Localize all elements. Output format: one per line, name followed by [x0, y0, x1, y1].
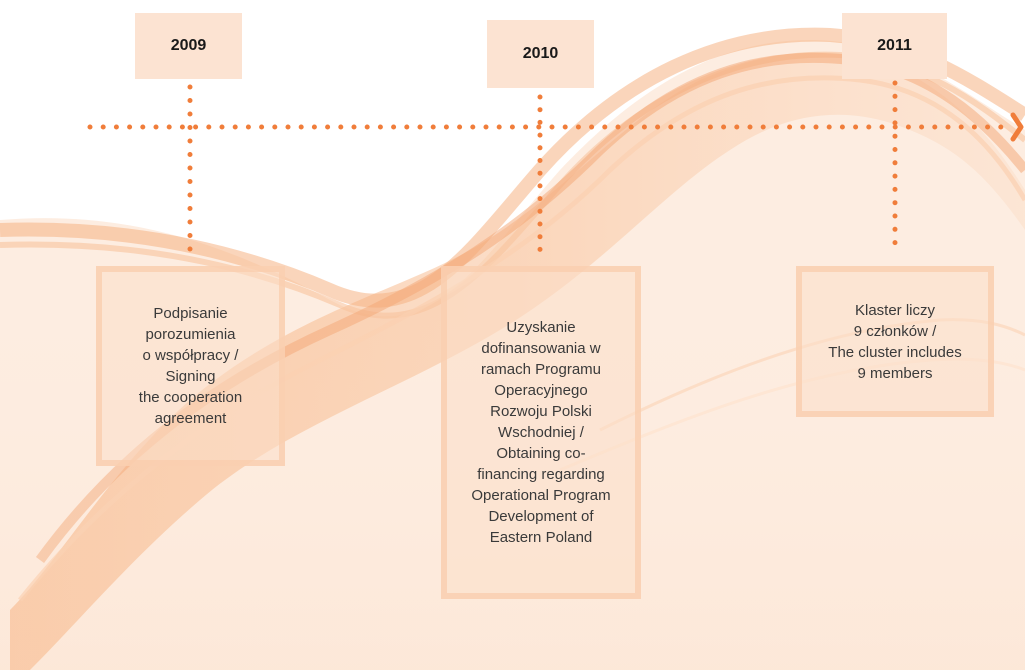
chevron-right-icon	[1010, 112, 1024, 142]
year-label-2011: 2011	[877, 37, 912, 54]
event-text-2009: Podpisanie porozumienia o współpracy / S…	[138, 305, 243, 427]
year-2010: 2010	[487, 20, 594, 88]
year-label-2009: 2009	[170, 37, 207, 54]
year-2011: 2011	[842, 13, 947, 79]
event-text-2011: Klaster liczy 9 członków / The cluster i…	[828, 301, 962, 382]
event-box-2009: Podpisanie porozumienia o współpracy / S…	[96, 266, 285, 466]
year-2009: 2009	[135, 13, 242, 79]
event-box-2010: Uzyskanie dofinansowania w ramach Progra…	[441, 266, 641, 599]
event-text-2010: Uzyskanie dofinansowania w ramach Progra…	[471, 319, 611, 546]
year-label-2010: 2010	[522, 45, 559, 62]
event-box-2011: Klaster liczy 9 członków / The cluster i…	[796, 266, 994, 417]
